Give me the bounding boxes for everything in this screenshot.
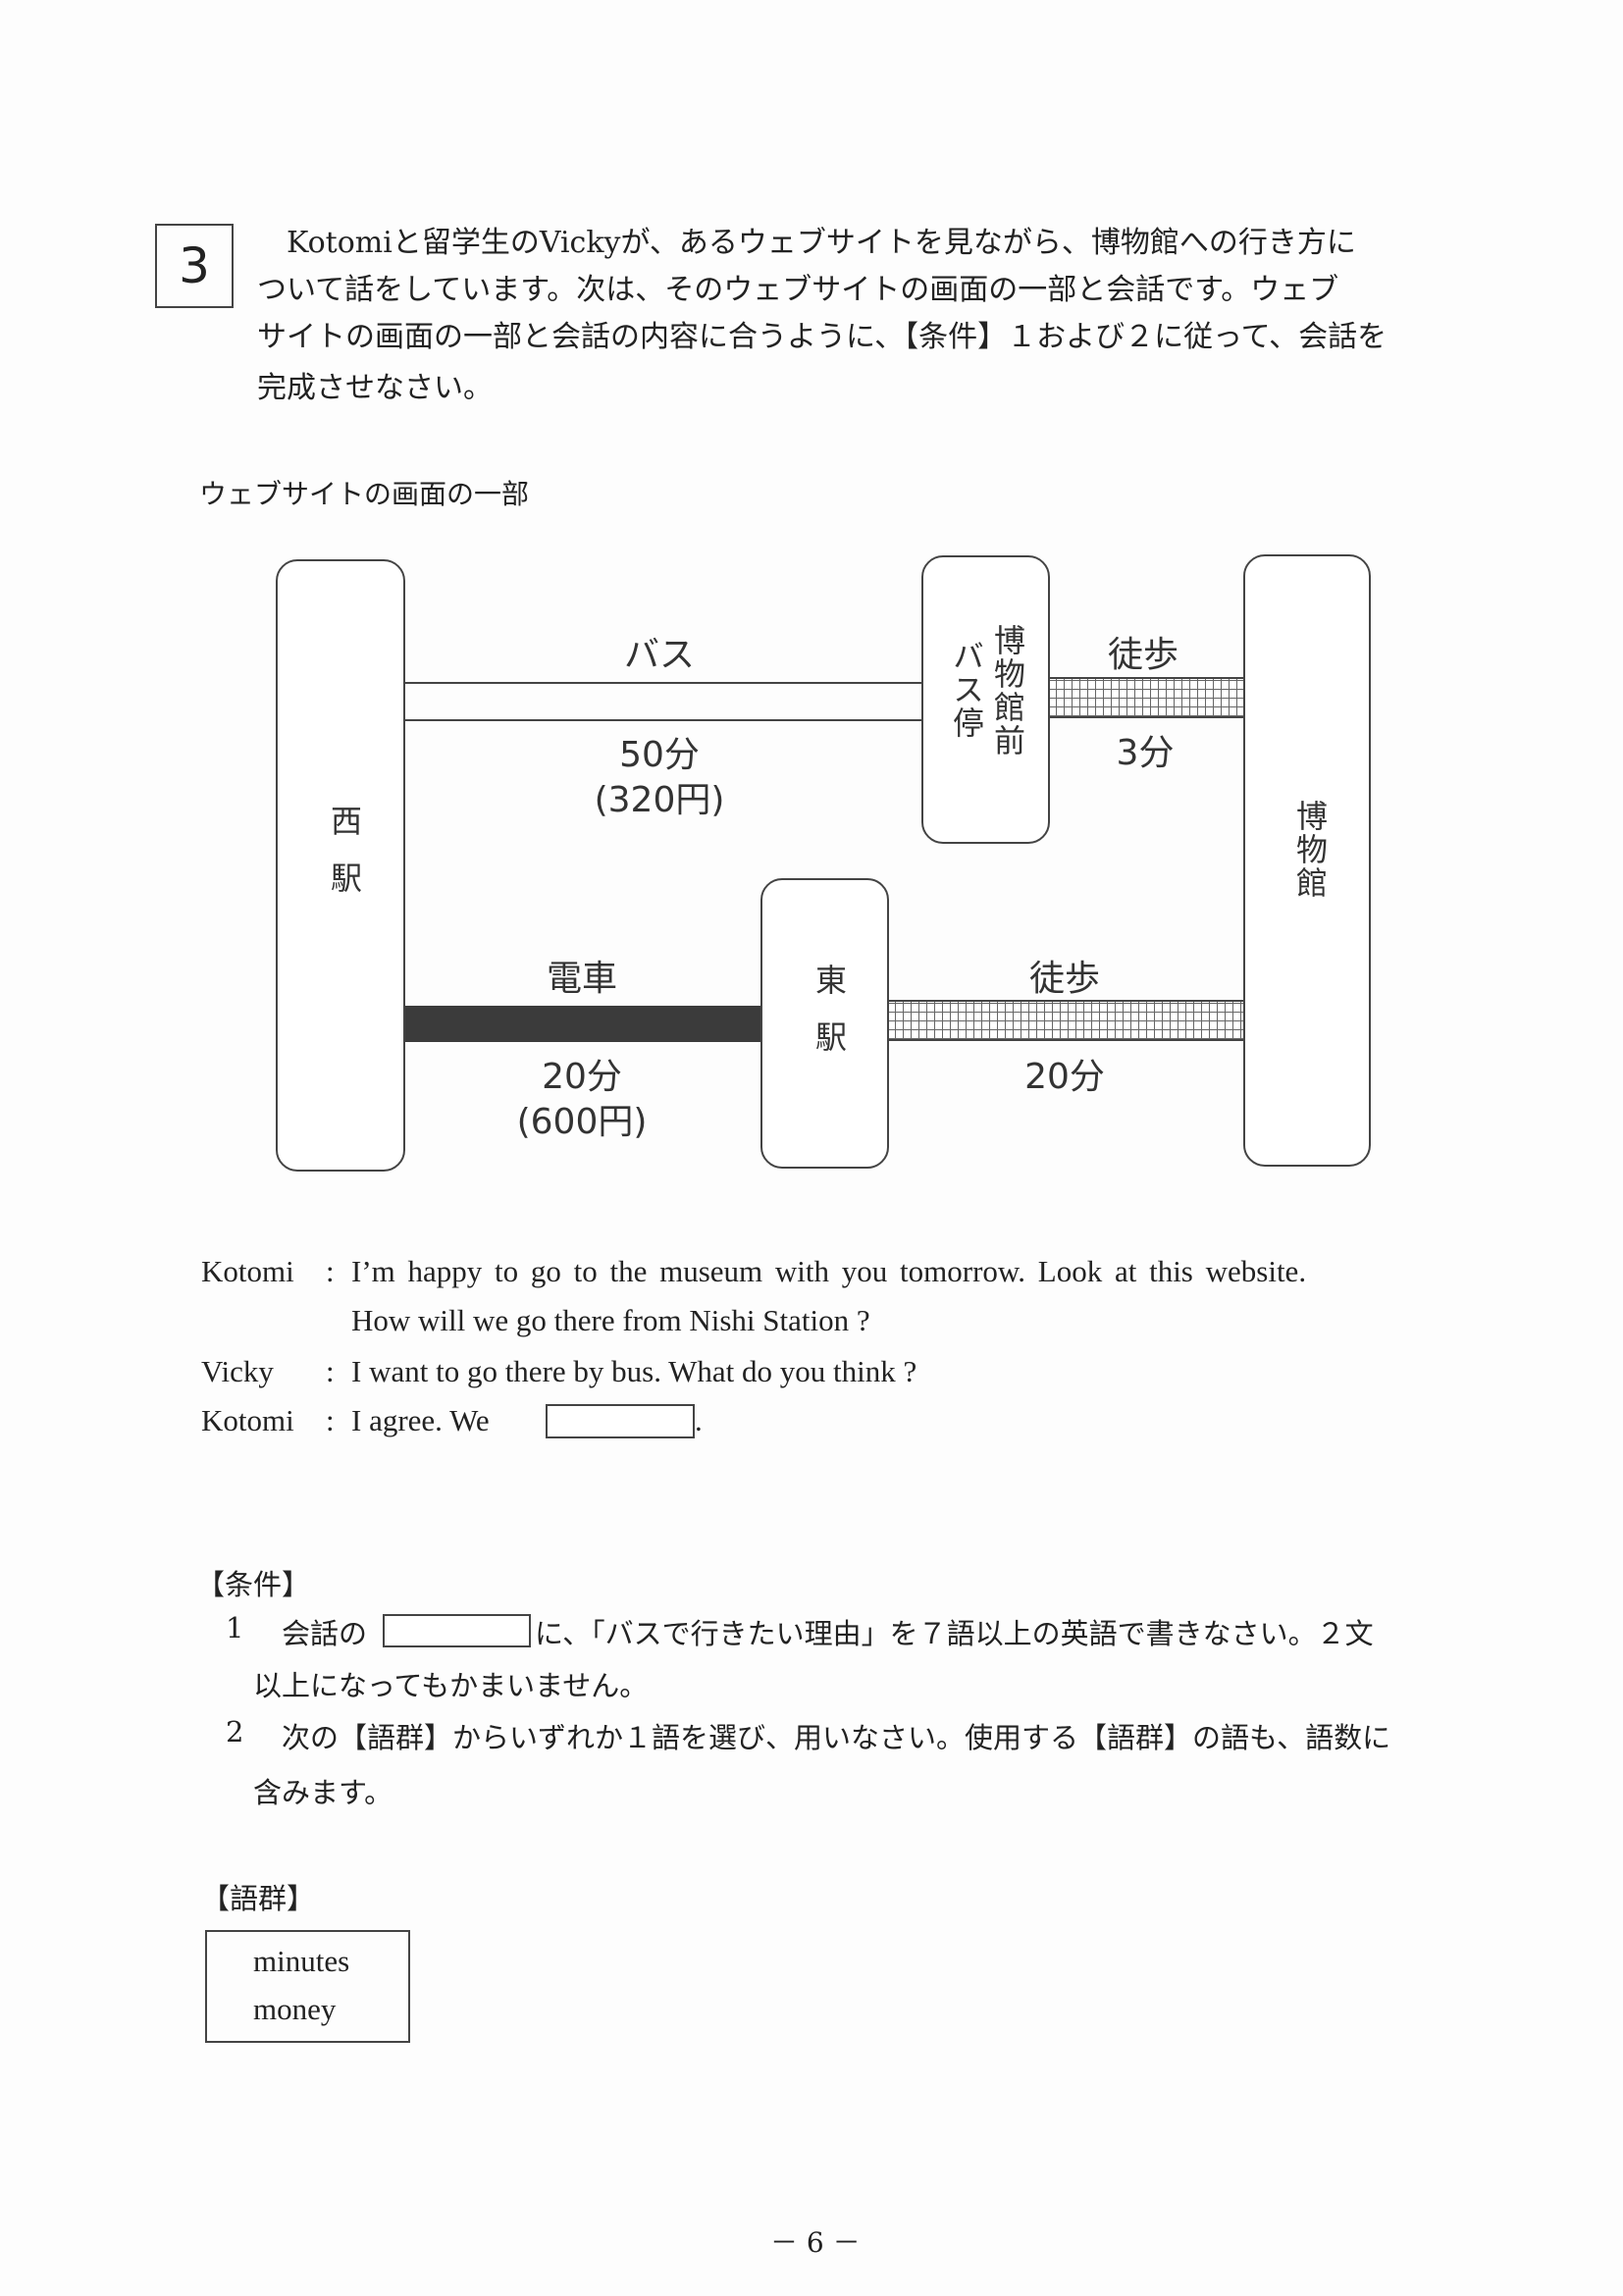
bus-stop-box bbox=[921, 555, 1050, 844]
intro-line-3: サイトの画面の一部と会話の内容に合うように、【条件】１および２に従って、会話を bbox=[257, 320, 1387, 354]
bus-stop-label-1: 博物館前 bbox=[989, 624, 1026, 757]
east-station-label: 東駅 bbox=[811, 964, 848, 1077]
train-fare: (600円) bbox=[516, 1102, 648, 1142]
page-number: － 6 － bbox=[770, 2226, 861, 2259]
walk-label-1: 徒歩 bbox=[1107, 635, 1179, 675]
colon: : bbox=[326, 1254, 335, 1288]
condition-2-cont: 含みます。 bbox=[253, 1776, 393, 1809]
condition-1-text-a: 会話の bbox=[282, 1617, 368, 1650]
walk-time-1: 3分 bbox=[1116, 733, 1175, 773]
word-minutes: minutes bbox=[253, 1944, 350, 1978]
bus-route-line bbox=[402, 682, 922, 721]
bus-time: 50分 bbox=[619, 735, 700, 775]
question-number: 3 bbox=[155, 224, 234, 308]
condition-2-number: 2 bbox=[226, 1715, 244, 1748]
bus-stop-label-2: バス停 bbox=[948, 640, 985, 740]
walk-route-from-east-station bbox=[885, 1000, 1249, 1041]
walk-time-2: 20分 bbox=[1024, 1057, 1105, 1097]
walk-label-2: 徒歩 bbox=[1028, 959, 1101, 999]
dialogue-line-4: I agree. We bbox=[351, 1403, 490, 1437]
answer-blank[interactable] bbox=[546, 1404, 695, 1438]
west-station-box bbox=[276, 559, 405, 1172]
dialogue-line-3: I want to go there by bus. What do you t… bbox=[351, 1354, 917, 1388]
train-label: 電車 bbox=[546, 959, 618, 999]
walk-route-from-bus-stop bbox=[1046, 677, 1249, 718]
bus-label: バス bbox=[623, 635, 696, 675]
speaker-1: Kotomi bbox=[201, 1254, 294, 1288]
speaker-3: Kotomi bbox=[201, 1403, 294, 1437]
dialogue-line-2: How will we go there from Nishi Station … bbox=[351, 1303, 870, 1337]
condition-1-number: 1 bbox=[226, 1611, 244, 1644]
intro-line-1: Kotomiと留学生のVickyが、あるウェブサイトを見ながら、博物館への行き方… bbox=[287, 226, 1356, 260]
speaker-2: Vicky bbox=[201, 1354, 274, 1388]
condition-blank-icon bbox=[383, 1614, 531, 1647]
dialogue-line-1: I’m happy to go to the museum with you t… bbox=[351, 1254, 1307, 1288]
word-bank-box: minutes money bbox=[205, 1930, 410, 2043]
condition-1-text-b: に、「バスで行きたい理由」を７語以上の英語で書きなさい。２文 bbox=[535, 1617, 1374, 1650]
condition-2-text: 次の【語群】からいずれか１語を選び、用いなさい。使用する【語群】の語も、語数に bbox=[282, 1721, 1391, 1754]
museum-box bbox=[1243, 554, 1371, 1167]
bus-fare: (320円) bbox=[594, 780, 725, 820]
museum-label: 博物館 bbox=[1291, 800, 1329, 900]
east-station-box bbox=[760, 878, 889, 1169]
word-money: money bbox=[253, 1992, 337, 2026]
intro-line-2: ついて話をしています。次は、そのウェブサイトの画面の一部と会話です。ウェブ bbox=[257, 273, 1339, 307]
colon: : bbox=[326, 1354, 335, 1388]
west-station-label: 西駅 bbox=[326, 805, 363, 918]
conditions-heading: 【条件】 bbox=[196, 1568, 311, 1601]
word-bank-heading: 【語群】 bbox=[201, 1882, 316, 1915]
condition-1-cont: 以上になってもかまいません。 bbox=[253, 1669, 649, 1702]
dialogue-period: . bbox=[695, 1403, 703, 1437]
website-caption: ウェブサイトの画面の一部 bbox=[199, 478, 530, 510]
intro-line-4: 完成させなさい。 bbox=[257, 371, 493, 405]
train-time: 20分 bbox=[542, 1057, 622, 1097]
colon: : bbox=[326, 1403, 335, 1437]
train-route-line bbox=[402, 1006, 762, 1042]
